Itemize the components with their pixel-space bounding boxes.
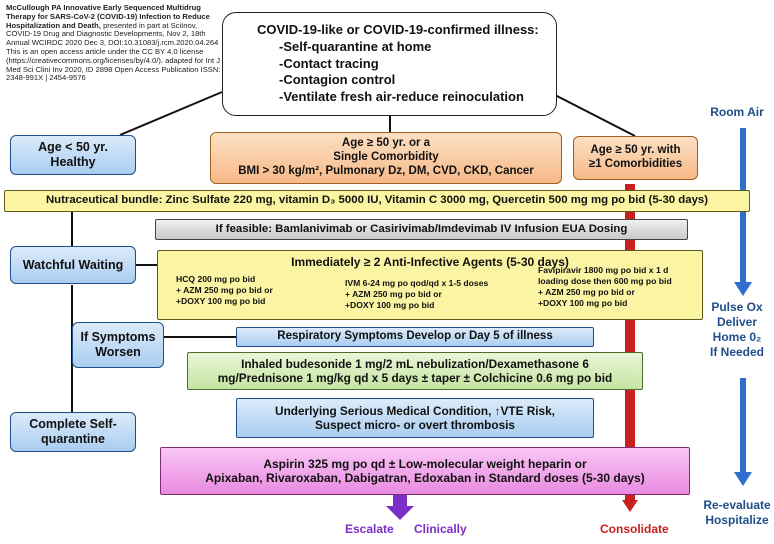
anti-infective-box: Immediately ≥ 2 Anti-Infective Agents (5… <box>157 250 703 320</box>
favipiravir-line: + AZM 250 mg po bid or <box>538 287 635 297</box>
nutraceutical-bundle-box: Nutraceutical bundle: Zinc Sulfate 220 m… <box>4 190 750 212</box>
age-under-50-line1: Age < 50 yr. <box>38 140 108 154</box>
nutraceutical-text: Nutraceutical bundle: Zinc Sulfate 220 m… <box>45 194 709 207</box>
top-box-item: -Self-quarantine at home <box>279 39 432 55</box>
citation-text: McCullough PA Innovative Early Sequenced… <box>6 3 224 83</box>
reevaluate-line: Re-evaluate <box>703 498 771 512</box>
reevaluate-label: Re-evaluate Hospitalize <box>700 498 774 528</box>
complete-line1: Complete Self- <box>29 417 117 431</box>
underlying-line2: Suspect micro- or overt thrombosis <box>315 418 515 432</box>
top-box-item: -Ventilate fresh air-reduce reinoculatio… <box>279 88 524 104</box>
top-box-item: -Contact tracing <box>279 55 379 71</box>
symptoms-line1: If Symptoms <box>80 330 156 344</box>
age-50-single-line3: BMI > 30 kg/m², Pulmonary Dz, DM, CVD, C… <box>238 164 534 177</box>
top-box-title: COVID-19-like or COVID-19-confirmed illn… <box>257 22 539 38</box>
blue-arrowhead <box>734 472 752 486</box>
aspirin-line1: Aspirin 325 mg po qd ± Low-molecular wei… <box>263 456 587 471</box>
top-illness-box: COVID-19-like or COVID-19-confirmed illn… <box>222 12 557 116</box>
escalate-arrowhead <box>386 506 414 520</box>
bamlanivimab-text: If feasible: Bamlanivimab or Casirivimab… <box>215 222 628 235</box>
blue-arrowhead <box>734 282 752 296</box>
citation-body: presented in part at SciInov, COVID-19 D… <box>6 20 221 83</box>
pulse-ox-line: Home 0₂ <box>712 330 762 344</box>
room-air-text: Room Air <box>710 105 764 119</box>
consolidate-label: Consolidate <box>600 522 669 536</box>
top-box-item: -Contagion control <box>279 72 396 88</box>
favipiravir-regimen: Favipiravir 1800 mg po bid x 1 d loading… <box>538 265 672 309</box>
ivm-line: + AZM 250 mg po bid or <box>345 289 442 299</box>
age-under-50-line2: Healthy <box>50 155 96 169</box>
citation-lead: McCullough PA Innovative Early Sequenced… <box>6 3 210 30</box>
pulse-ox-label: Pulse Ox Deliver Home 0₂ If Needed <box>700 300 774 360</box>
consolidate-arrowhead <box>622 500 638 512</box>
respiratory-symptoms-box: Respiratory Symptoms Develop or Day 5 of… <box>236 327 594 347</box>
age-50-single-line1: Age ≥ 50 yr. or a <box>341 137 431 150</box>
age-50-multi-box: Age ≥ 50 yr. with ≥1 Comorbidities <box>573 136 698 180</box>
hcq-line: + AZM 250 mg po bid or <box>176 285 273 295</box>
clinically-label: Clinically <box>414 522 467 536</box>
room-air-label: Room Air <box>700 105 774 120</box>
favipiravir-line: Favipiravir 1800 mg po bid x 1 d <box>538 265 669 275</box>
inhaled-line2: mg/Prednisone 1 mg/kg qd x 5 days ± tape… <box>217 371 613 385</box>
complete-self-quarantine-box: Complete Self- quarantine <box>10 412 136 452</box>
favipiravir-line: +DOXY 100 mg po bid <box>538 298 628 308</box>
underlying-line1: Underlying Serious Medical Condition, ↑V… <box>275 403 555 418</box>
underlying-condition-box: Underlying Serious Medical Condition, ↑V… <box>236 398 594 438</box>
age-50-multi-line1: Age ≥ 50 yr. with <box>590 144 681 157</box>
ivm-regimen: IVM 6-24 mg po qod/qd x 1-5 doses + AZM … <box>345 278 488 311</box>
pulse-ox-line: Deliver <box>716 315 758 329</box>
pulse-ox-line: Pulse Ox <box>711 300 763 314</box>
pulse-ox-line: If Needed <box>709 345 764 359</box>
connector-line <box>554 94 636 137</box>
escalate-label: Escalate <box>345 522 394 536</box>
watchful-waiting-label: Watchful Waiting <box>22 257 124 272</box>
inhaled-budesonide-box: Inhaled budesonide 1 mg/2 mL nebulizatio… <box>187 352 643 390</box>
hcq-line: HCQ 200 mg po bid <box>176 274 256 284</box>
connector-line <box>119 91 223 136</box>
favipiravir-line: loading dose then 600 mg po bid <box>538 276 672 286</box>
ivm-line: +DOXY 100 mg po bid <box>345 300 435 310</box>
bamlanivimab-box: If feasible: Bamlanivimab or Casirivimab… <box>155 219 688 240</box>
top-box-list: -Self-quarantine at home -Contact tracin… <box>257 39 524 106</box>
age-under-50-box: Age < 50 yr. Healthy <box>10 135 136 175</box>
age-50-single-line2: Single Comorbidity <box>333 151 439 164</box>
watchful-waiting-box: Watchful Waiting <box>10 246 136 284</box>
ivm-line: IVM 6-24 mg po qod/qd x 1-5 doses <box>345 278 489 288</box>
complete-line2: quarantine <box>41 432 105 446</box>
reevaluate-line: Hospitalize <box>705 513 769 527</box>
symptoms-line2: Worsen <box>95 345 141 359</box>
hcq-line: +DOXY 100 mg po bid <box>176 296 266 306</box>
aspirin-anticoagulant-box: Aspirin 325 mg po qd ± Low-molecular wei… <box>160 447 690 495</box>
age-50-multi-line2: ≥1 Comorbidities <box>588 158 683 170</box>
anti-infective-title: Immediately ≥ 2 Anti-Infective Agents (5… <box>291 255 569 269</box>
if-symptoms-worsen-box: If Symptoms Worsen <box>72 322 164 368</box>
hcq-regimen: HCQ 200 mg po bid + AZM 250 mg po bid or… <box>176 274 273 307</box>
age-50-single-box: Age ≥ 50 yr. or a Single Comorbidity BMI… <box>210 132 562 184</box>
respiratory-text: Respiratory Symptoms Develop or Day 5 of… <box>277 330 553 343</box>
aspirin-line2: Apixaban, Rivaroxaban, Dabigatran, Edoxa… <box>205 471 645 485</box>
inhaled-line1: Inhaled budesonide 1 mg/2 mL nebulizatio… <box>241 356 589 371</box>
